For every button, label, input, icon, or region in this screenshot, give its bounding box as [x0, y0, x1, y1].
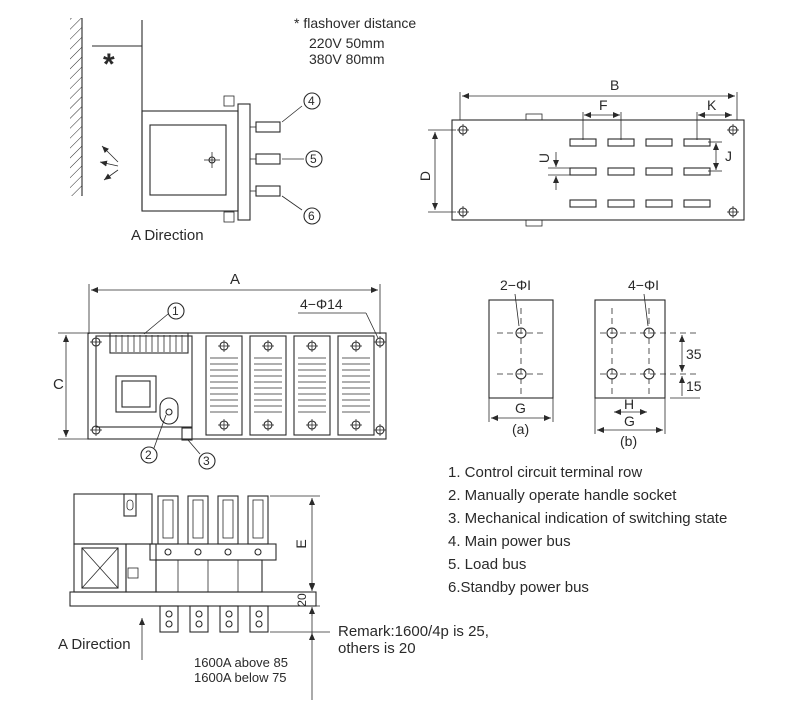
below-note: 1600A below 75	[194, 670, 287, 685]
component-legend: 1. Control circuit terminal row 2. Manua…	[448, 464, 727, 596]
side-view: E 20 A Direction 1600A above 85 1600A be…	[58, 493, 489, 700]
hole-b-caption: (b)	[620, 433, 637, 449]
dim-a: A	[230, 271, 240, 288]
base-plate-side	[69, 591, 317, 607]
callout-4	[303, 92, 321, 110]
dim-d: D	[417, 171, 433, 181]
base-plate	[451, 119, 745, 221]
callout-5	[305, 150, 323, 168]
flashover-title: * flashover distance	[294, 15, 416, 31]
flashover-note: * flashover distance 220V 50mm 380V 80mm	[294, 15, 416, 67]
callout-2-number: 2	[145, 448, 152, 462]
callout-4-number: 4	[308, 94, 315, 108]
side-poles	[157, 495, 269, 545]
legend-item-3: 3. Mechanical indication of switching st…	[448, 510, 727, 527]
legend-item-4: 4. Main power bus	[448, 533, 571, 550]
dim-u: U	[536, 153, 552, 163]
a-direction-top: A Direction	[131, 227, 204, 244]
hole-b-h: H	[624, 396, 634, 412]
hole-a-g: G	[515, 400, 526, 416]
hole-b-spec: 4−ΦI	[628, 277, 659, 293]
hole-pattern-a: 2−ΦI G (a)	[488, 277, 554, 437]
hole-b-35: 35	[686, 346, 702, 362]
switch-body	[149, 124, 227, 196]
top-left-view: * 4 5 6 A Direction	[70, 18, 323, 244]
hole-b-g: G	[624, 413, 635, 429]
remark-line-2: others is 20	[338, 640, 416, 657]
callout-3-number: 3	[203, 454, 210, 468]
pole-columns	[205, 335, 375, 436]
flashover-220v: 220V 50mm	[309, 35, 384, 51]
callout-1	[167, 302, 185, 320]
main-power-bus	[255, 121, 281, 133]
callout-6	[303, 207, 321, 225]
legend-item-5: 5. Load bus	[448, 556, 526, 573]
hole-pattern-b: 4−ΦI 35 15 H G (b)	[594, 277, 702, 449]
front-hole-spec: 4−Φ14	[300, 296, 343, 312]
switching-state-indicator	[181, 427, 193, 441]
load-bus	[255, 153, 281, 165]
above-note: 1600A above 85	[194, 655, 288, 670]
corner-holes	[457, 124, 739, 218]
legend-item-6: 6.Standby power bus	[448, 579, 589, 596]
hole-a-spec: 2−ΦI	[500, 277, 531, 293]
flashover-star: *	[103, 48, 115, 81]
bus-slots	[569, 138, 711, 208]
top-right-view: B F K D U J	[417, 77, 745, 227]
callout-1-number: 1	[172, 304, 179, 318]
dim-j: J	[725, 148, 732, 164]
dim-b: B	[610, 77, 619, 93]
callout-5-number: 5	[310, 152, 317, 166]
legend-item-2: 2. Manually operate handle socket	[448, 487, 677, 504]
hole-b-15: 15	[686, 378, 702, 394]
front-corner-holes	[90, 336, 386, 436]
control-terminal-row	[109, 332, 189, 354]
hole-a-caption: (a)	[512, 421, 529, 437]
flashover-380v: 380V 80mm	[309, 51, 384, 67]
standby-power-bus	[255, 185, 281, 197]
wall-hatch	[70, 18, 82, 196]
lower-terminals	[159, 605, 269, 633]
callout-6-number: 6	[308, 209, 315, 223]
handle-socket	[159, 397, 179, 425]
callout-2	[140, 446, 158, 464]
dim-f: F	[599, 97, 608, 113]
remark-line-1: Remark:1600/4p is 25,	[338, 623, 489, 640]
legend-item-1: 1. Control circuit terminal row	[448, 464, 642, 481]
a-direction-bottom: A Direction	[58, 636, 131, 653]
front-frame	[87, 332, 387, 440]
control-module	[73, 493, 153, 545]
dim-c: C	[53, 376, 64, 393]
front-view: A C	[53, 271, 387, 470]
dim-e: E	[293, 539, 309, 548]
dim-20: 20	[295, 593, 309, 607]
callout-3	[198, 452, 216, 470]
dim-k: K	[707, 97, 717, 113]
